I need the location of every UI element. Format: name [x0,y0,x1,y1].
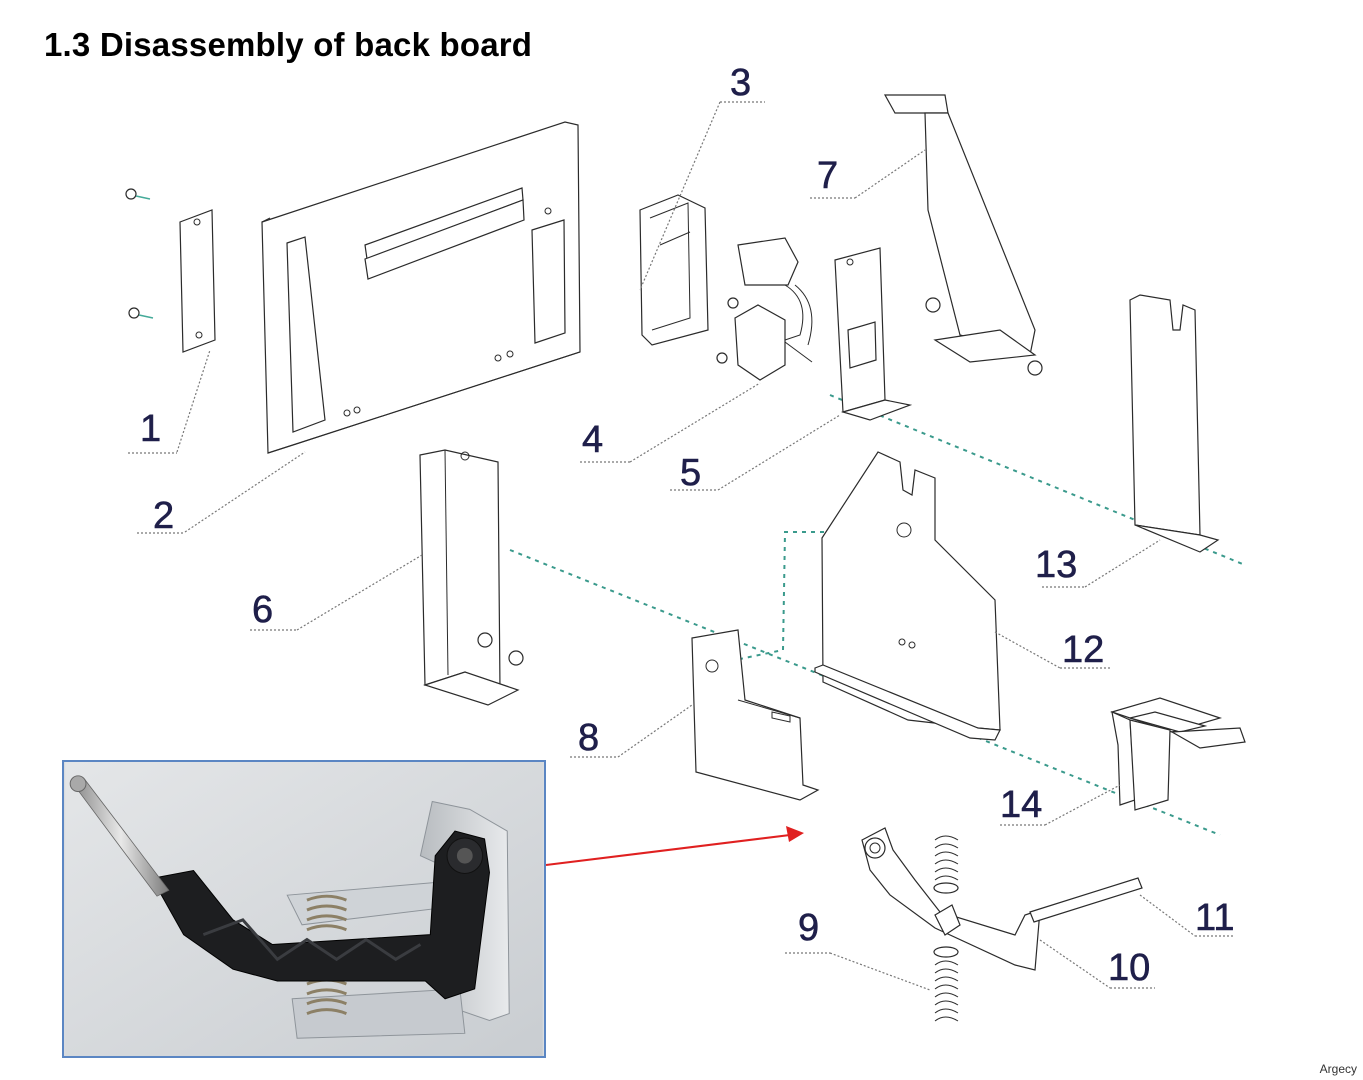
watermark: Argecy [1319,1062,1357,1076]
part-1-cover-plate [125,188,216,353]
part-11-shaft [1029,877,1143,923]
callout-1: 1 [140,408,161,450]
callout-2: 2 [153,495,174,537]
callout-4: 4 [582,419,603,461]
callout-3: 3 [730,62,751,104]
part-13-tall-plate [1129,294,1220,553]
part-8-bracket [691,629,820,801]
callout-10: 10 [1108,947,1150,989]
part-2-back-board [261,121,581,454]
callout-13: 13 [1035,544,1077,586]
screw-icon [128,307,154,319]
screw-icon [125,188,151,200]
part-12-side-plate [814,451,1001,741]
red-arrow-icon [545,826,804,866]
callout-11: 11 [1195,897,1234,939]
part-5-l-bracket [834,247,913,421]
callout-9: 9 [798,907,819,949]
lever-assembly-photo [65,762,543,1056]
callout-7: 7 [817,155,838,197]
callout-14: 14 [1000,784,1042,826]
assembly-axis-lower [509,549,1221,836]
part-7-support-bracket [883,94,1043,376]
callout-8: 8 [578,717,599,759]
assembly-axis-link [734,531,905,661]
part-9-spring-upper [933,835,959,894]
part-6-vertical-bracket [419,449,524,706]
assembly-axis-upper [829,394,1246,566]
callout-5: 5 [680,452,701,494]
part-14-mount-bracket [1109,697,1246,811]
page-title: 1.3 Disassembly of back board [44,26,533,63]
callout-12: 12 [1062,629,1104,671]
part-9-spring-lower [933,946,959,1022]
part-3-bracket [639,194,709,346]
part-4-power-connector [716,237,813,381]
part-photo [62,760,546,1058]
callout-6: 6 [252,589,273,631]
